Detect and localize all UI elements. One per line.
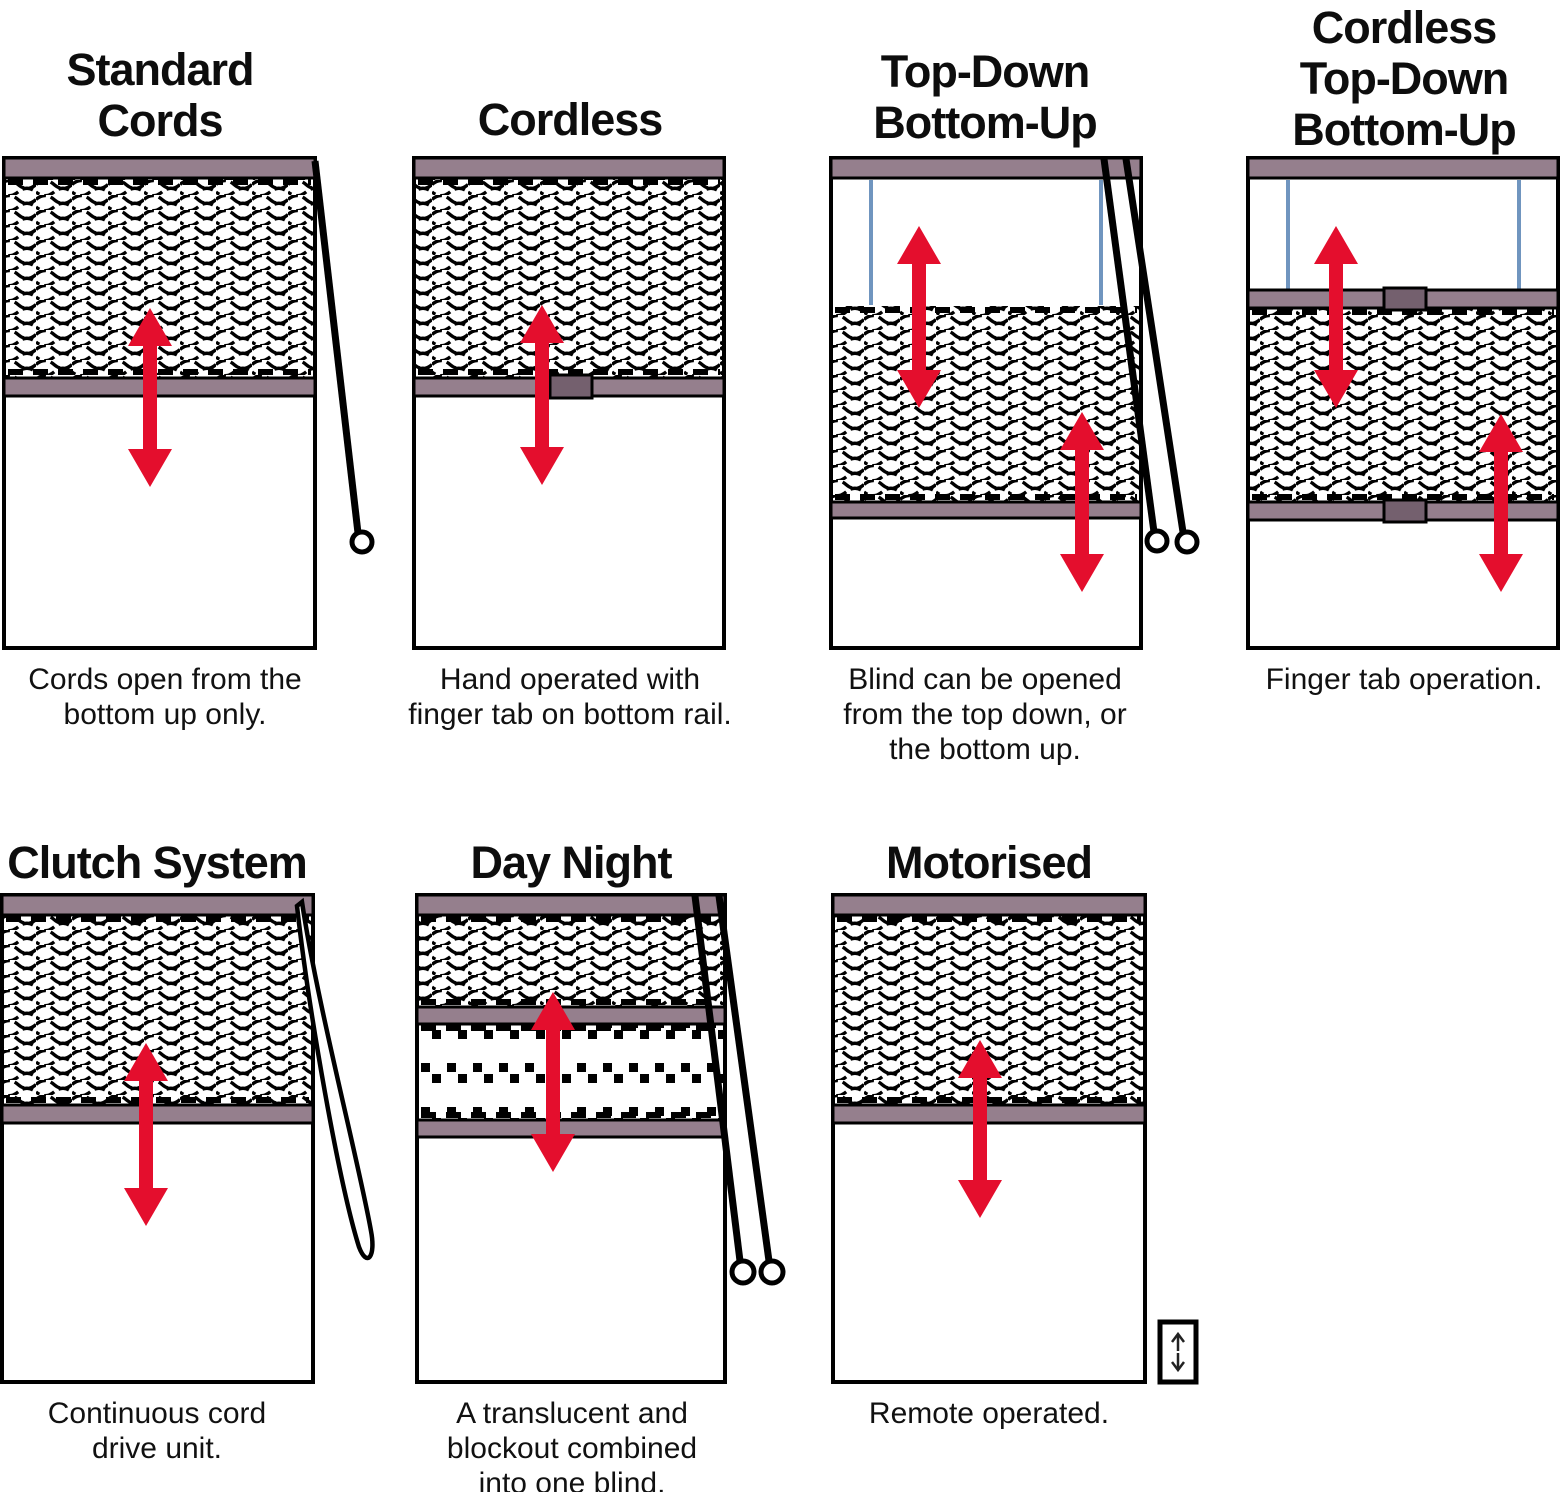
top-rail bbox=[2, 156, 317, 180]
illustration-motorised bbox=[831, 893, 1199, 1385]
caption-motorised: Remote operated. bbox=[868, 1397, 1110, 1430]
illustration-day-night bbox=[415, 893, 786, 1384]
illustration-cordless bbox=[412, 156, 726, 650]
cord-ring-icon bbox=[349, 529, 375, 555]
remote-body bbox=[1157, 1319, 1199, 1385]
pull-cord-icon bbox=[715, 895, 773, 1262]
title-clutch-system: Clutch System bbox=[7, 837, 308, 888]
up-down-arrow-icon bbox=[520, 305, 564, 485]
translucent-fabric-texture bbox=[419, 1024, 723, 1120]
caption-cordless-top-down-bottom-up: Finger tab operation. bbox=[1265, 663, 1543, 696]
caption-top-down-bottom-up: Blind can be opened from the top down, o… bbox=[843, 663, 1127, 766]
bottom-rail bbox=[831, 1103, 1147, 1125]
pull-cord-icon bbox=[311, 160, 362, 534]
fabric-texture bbox=[416, 178, 722, 378]
cord-loop-icon bbox=[294, 897, 375, 1261]
illustration-standard-cords bbox=[2, 156, 375, 650]
pull-cord-icon bbox=[1100, 158, 1158, 533]
cord-ring-icon bbox=[758, 1258, 786, 1286]
fabric-texture bbox=[833, 306, 1139, 502]
cord-ring-icon bbox=[1174, 529, 1200, 555]
illustration-top-down-bottom-up bbox=[829, 156, 1200, 650]
blockout-fabric-texture bbox=[419, 915, 723, 1007]
top-rail bbox=[1246, 156, 1560, 180]
top-rail bbox=[0, 893, 315, 917]
up-down-arrow-icon bbox=[1479, 414, 1523, 592]
up-down-arrow-icon bbox=[124, 1043, 168, 1226]
up-down-arrow-icon bbox=[897, 226, 941, 408]
up-down-arrow-icon bbox=[128, 308, 172, 487]
finger-tab-icon bbox=[1382, 286, 1428, 312]
fabric-texture bbox=[1250, 308, 1556, 502]
middle-rail bbox=[829, 500, 1143, 520]
title-cordless-top-down-bottom-up: Cordless Top-Down Bottom-Up bbox=[1292, 2, 1516, 155]
up-down-arrow-icon bbox=[1314, 226, 1358, 408]
title-top-down-bottom-up: Top-Down Bottom-Up bbox=[873, 46, 1097, 148]
finger-tab-icon bbox=[548, 373, 594, 400]
cord-ring-icon bbox=[1144, 528, 1170, 554]
pull-cord-icon bbox=[1122, 158, 1187, 533]
cord-ring-icon bbox=[729, 1258, 757, 1286]
top-rail bbox=[412, 156, 726, 180]
finger-tab-icon bbox=[1382, 498, 1428, 524]
up-down-arrow-icon bbox=[531, 992, 575, 1172]
bottom-rail bbox=[0, 1103, 315, 1125]
up-down-arrow-icon bbox=[1060, 412, 1104, 592]
top-rail bbox=[831, 893, 1147, 917]
middle-rail bbox=[415, 1005, 727, 1026]
fabric-texture bbox=[6, 178, 313, 378]
caption-clutch-system: Continuous cord drive unit. bbox=[47, 1397, 267, 1465]
title-motorised: Motorised bbox=[885, 837, 1093, 888]
caption-standard-cords: Cords open from the bottom up only. bbox=[28, 663, 302, 731]
remote-control-icon bbox=[1157, 1319, 1199, 1385]
illustration-cordless-top-down-bottom-up bbox=[1246, 156, 1560, 650]
caption-cordless: Hand operated with finger tab on bottom … bbox=[408, 663, 732, 731]
title-day-night: Day Night bbox=[470, 837, 672, 888]
bottom-rail bbox=[2, 376, 317, 398]
top-rail bbox=[829, 156, 1143, 180]
title-standard-cords: Standard Cords bbox=[66, 44, 254, 146]
top-rail bbox=[415, 893, 727, 917]
up-down-arrow-icon bbox=[958, 1040, 1002, 1218]
caption-day-night: A translucent and blockout combined into… bbox=[446, 1397, 698, 1492]
illustration-clutch-system bbox=[0, 893, 375, 1384]
title-cordless: Cordless bbox=[477, 94, 664, 145]
pull-cord-icon bbox=[691, 895, 744, 1262]
